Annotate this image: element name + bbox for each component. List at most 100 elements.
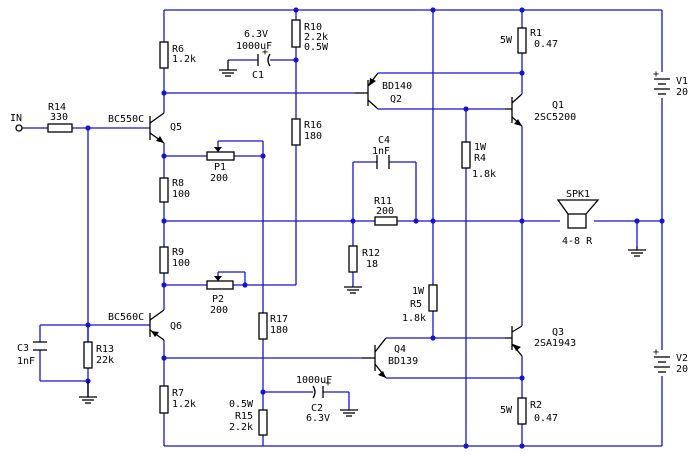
label-r6: R6 [172,44,184,55]
label-r11-value: 200 [376,206,394,217]
potentiometers [206,147,235,290]
label-c1-voltage: 6.3V [244,29,268,40]
wires [22,9,663,447]
ground-icon [344,286,362,294]
label-q1: Q1 [552,100,564,111]
label-q5: Q5 [170,122,182,133]
label-c3-value: 1nF [17,356,35,367]
label-r5-value: 1.8k [402,313,426,324]
label-r17-value: 180 [270,325,288,336]
label-r5-power: 1W [412,286,425,297]
label-r9-value: 100 [172,258,190,269]
r1-body [517,27,527,54]
label-r8-value: 100 [172,189,190,200]
r13-body [83,341,93,369]
label-r2-power: 5W [500,405,513,416]
svg-text:+: + [653,69,659,80]
label-r15: R15 [235,411,253,422]
label-r14-value: 330 [50,112,68,123]
label-r6-value: 1.2k [172,54,196,65]
label-c1-capacitance: 1000uF [236,41,272,52]
q2-symbol [355,72,379,110]
p1-body [206,151,235,161]
r4-body [461,141,471,169]
resistors [47,19,527,436]
transistors [149,72,523,379]
r8-body [159,177,169,203]
label-v2-value: 20 [676,364,688,375]
label-r2-value: 0.47 [534,413,558,424]
r7-body [159,385,169,414]
q6-symbol [149,309,165,341]
label-r12: R12 [362,248,380,259]
label-r17: R17 [270,314,288,325]
r9-body [159,246,169,274]
r10-body [291,19,301,48]
v2-battery-icon: + [652,347,672,376]
label-c4: C4 [378,135,390,146]
label-r16: R16 [304,120,322,131]
label-r7-value: 1.2k [172,399,196,410]
junction-dots [85,7,665,449]
label-q5-type: BC550C [108,114,144,125]
capacitors: + + [33,47,390,399]
label-c2-voltage: 6.3V [306,413,330,424]
label-r10: R10 [304,22,322,33]
label-p2: P2 [212,294,224,305]
label-r14: R14 [48,102,66,113]
label-r12-value: 18 [366,259,378,270]
c3-symbol [33,341,47,351]
q3-symbol [505,325,523,357]
r17-body [258,312,268,340]
label-r1-value: 0.47 [534,39,558,50]
label-q3-type: 2SA1943 [534,338,576,349]
label-p1: P1 [214,162,226,173]
label-q6: Q6 [170,321,182,332]
svg-text:+: + [262,47,268,58]
label-spk-value: 4-8 R [562,236,593,247]
v1-battery-icon: + [652,69,672,98]
label-q3: Q3 [552,327,564,338]
p2-body [206,280,234,290]
r5-body [428,284,438,312]
r6-body [159,41,169,69]
r11-body [374,216,398,226]
label-r16-value: 180 [304,131,322,142]
label-r7: R7 [172,388,184,399]
label-p1-value: 200 [210,173,228,184]
ground-icon [219,60,237,77]
component-labels: IN R14 330 BC550C Q5 R6 1.2k 6.3V 1000uF… [10,22,688,433]
r15-body [258,409,268,436]
label-c3: C3 [17,343,29,354]
label-c2-capacitance: 1000uF [296,375,332,386]
label-r4: R4 [474,153,486,164]
label-v1: V1 [676,76,688,87]
label-r15-value: 2.2k [229,422,253,433]
r12-body [348,245,358,273]
input-terminal [15,124,23,132]
label-r15-power: 0.5W [229,399,254,410]
label-q2: Q2 [390,94,402,105]
ground-icon [628,246,646,257]
label-r1-power: 5W [500,35,513,46]
label-v2: V2 [676,353,688,364]
c1-symbol: + [257,47,271,67]
batteries: + + [652,69,672,376]
label-bd140: BD140 [382,81,412,92]
label-p2-value: 200 [210,305,228,316]
ground-icon [340,409,358,417]
c4-symbol [376,155,390,169]
label-r13-value: 22k [96,355,114,366]
label-r10-power: 0.5W [304,42,329,53]
q4-symbol [362,337,387,379]
r16-body [291,118,301,146]
r14-body [47,123,73,133]
ground-symbols [79,60,646,417]
label-r11: R11 [374,196,392,207]
label-r8: R8 [172,178,184,189]
label-r9: R9 [172,247,184,258]
svg-text:+: + [325,378,331,389]
label-c1: C1 [252,70,264,81]
label-q1-type: 2SC5200 [534,112,576,123]
label-r2: R2 [530,400,542,411]
